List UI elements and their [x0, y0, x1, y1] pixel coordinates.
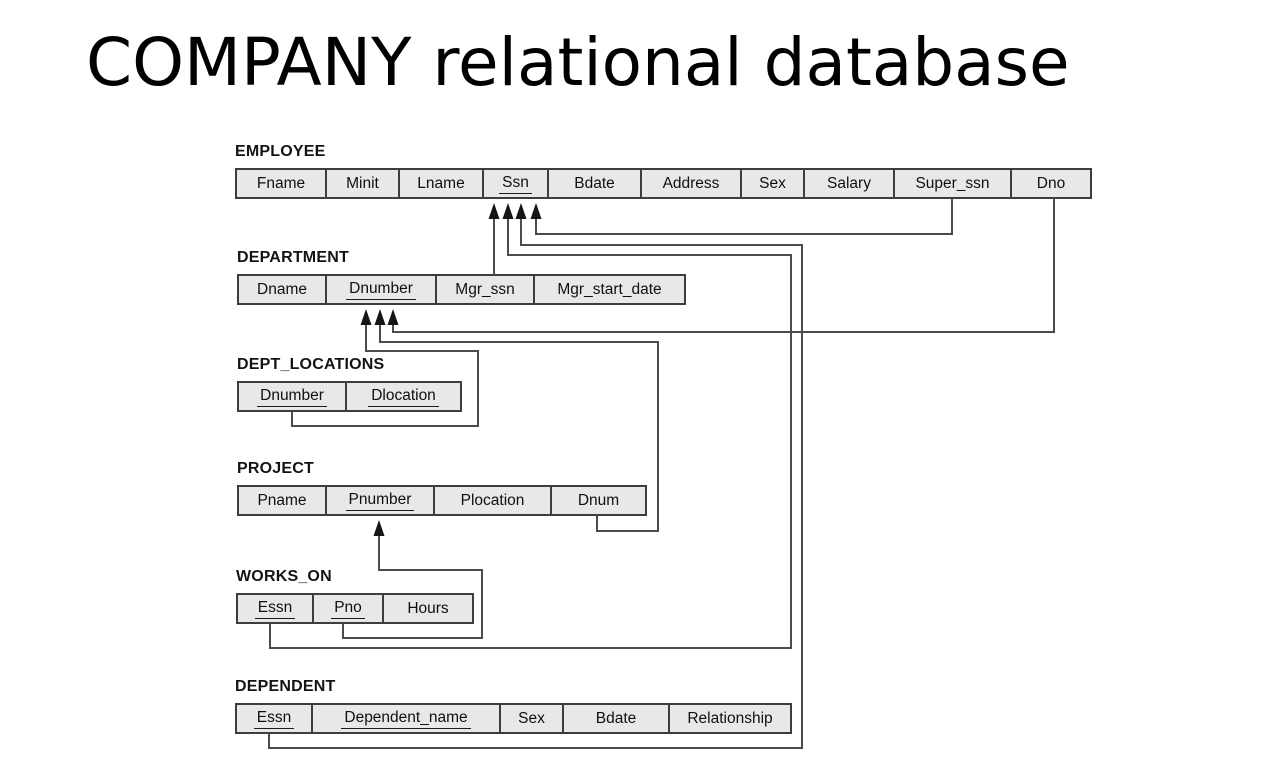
attribute-text: Address — [662, 174, 720, 192]
attribute-cell-dependent-name: Dependent_name — [313, 705, 501, 732]
arrowhead-up-icon — [373, 520, 385, 536]
attribute-text: Sex — [518, 709, 545, 727]
arrowhead-up-icon — [387, 309, 399, 325]
attribute-cell-salary: Salary — [805, 170, 895, 197]
dependent-table: DEPENDENT Essn Dependent_name Sex Bdate … — [235, 679, 792, 734]
works-on-label: WORKS_ON — [236, 568, 332, 585]
attribute-text: Salary — [827, 174, 871, 192]
attribute-text: Super_ssn — [915, 174, 990, 192]
attribute-cell-pnumber: Pnumber — [327, 487, 435, 514]
attribute-text: Bdate — [595, 709, 637, 727]
department-label: DEPARTMENT — [237, 249, 349, 266]
attribute-text: Dno — [1036, 174, 1066, 192]
project-row: Pname Pnumber Plocation Dnum — [237, 485, 647, 516]
primary-key-text: Dependent_name — [341, 709, 471, 729]
attribute-text: Mgr_ssn — [455, 280, 515, 298]
project-table: PROJECT Pname Pnumber Plocation Dnum — [237, 461, 647, 516]
attribute-text: Relationship — [687, 709, 773, 727]
primary-key-text: Dnumber — [257, 387, 327, 407]
attribute-cell-plocation: Plocation — [435, 487, 552, 514]
dept-locations-label: DEPT_LOCATIONS — [237, 356, 385, 373]
attribute-cell-ssn: Ssn — [484, 170, 549, 197]
attribute-cell-pno: Pno — [314, 595, 384, 622]
connector-line — [535, 198, 953, 235]
primary-key-text: Dnumber — [346, 280, 416, 300]
attribute-cell-relationship: Relationship — [670, 705, 790, 732]
attribute-cell-essn: Essn — [238, 595, 314, 622]
attribute-cell-minit: Minit — [327, 170, 400, 197]
attribute-text: Dnum — [577, 491, 620, 509]
attribute-cell-pname: Pname — [239, 487, 327, 514]
arrowhead-up-icon — [488, 203, 500, 219]
primary-key-text: Essn — [254, 599, 296, 619]
arrowhead-up-icon — [530, 203, 542, 219]
attribute-cell-hours: Hours — [384, 595, 472, 622]
attribute-cell-bdate: Bdate — [549, 170, 642, 197]
works-on-row: Essn Pno Hours — [236, 593, 474, 624]
attribute-cell-super-ssn: Super_ssn — [895, 170, 1012, 197]
attribute-cell-fname: Fname — [237, 170, 327, 197]
arrowhead-up-icon — [515, 203, 527, 219]
attribute-cell-sex: Sex — [742, 170, 805, 197]
department-row: Dname Dnumber Mgr_ssn Mgr_start_date — [237, 274, 686, 305]
attribute-text: Dname — [257, 280, 307, 298]
employee-table: EMPLOYEE Fname Minit Lname Ssn Bdate Add… — [235, 144, 1092, 199]
attribute-cell-sex: Sex — [501, 705, 564, 732]
attribute-text: Minit — [346, 174, 379, 192]
attribute-cell-dlocation: Dlocation — [347, 383, 460, 410]
attribute-cell-address: Address — [642, 170, 742, 197]
employee-label: EMPLOYEE — [235, 143, 326, 160]
arrowhead-up-icon — [502, 203, 514, 219]
attribute-text: Plocation — [460, 491, 525, 509]
works-on-table: WORKS_ON Essn Pno Hours — [236, 569, 474, 624]
employee-row: Fname Minit Lname Ssn Bdate Address Sex … — [235, 168, 1092, 199]
project-label: PROJECT — [237, 460, 314, 477]
department-table: DEPARTMENT Dname Dnumber Mgr_ssn Mgr_sta… — [237, 250, 686, 305]
dept-locations-row: Dnumber Dlocation — [237, 381, 462, 412]
attribute-cell-bdate: Bdate — [564, 705, 670, 732]
arrowhead-up-icon — [360, 309, 372, 325]
fk-super-ssn-to-ssn — [530, 198, 953, 235]
attribute-text: Hours — [407, 599, 449, 617]
attribute-cell-dnumber: Dnumber — [239, 383, 347, 410]
attribute-text: Lname — [417, 174, 465, 192]
dependent-row: Essn Dependent_name Sex Bdate Relationsh… — [235, 703, 792, 734]
attribute-cell-dname: Dname — [239, 276, 327, 303]
attribute-cell-dnum: Dnum — [552, 487, 645, 514]
dept-locations-table: DEPT_LOCATIONS Dnumber Dlocation — [237, 357, 462, 412]
primary-key-text: Essn — [253, 709, 295, 729]
primary-key-text: Pnumber — [345, 491, 415, 511]
primary-key-text: Pno — [331, 599, 365, 619]
attribute-cell-mgr-start-date: Mgr_start_date — [535, 276, 684, 303]
slide-title: COMPANY relational database — [86, 24, 1070, 101]
attribute-text: Fname — [256, 174, 306, 192]
attribute-cell-dno: Dno — [1012, 170, 1090, 197]
primary-key-text: Dlocation — [368, 387, 439, 407]
attribute-text: Sex — [759, 174, 786, 192]
arrowhead-up-icon — [374, 309, 386, 325]
attribute-cell-mgr-ssn: Mgr_ssn — [437, 276, 535, 303]
primary-key-text: Ssn — [499, 174, 532, 194]
attribute-cell-dnumber: Dnumber — [327, 276, 437, 303]
attribute-text: Mgr_start_date — [557, 280, 662, 298]
attribute-text: Pname — [257, 491, 307, 509]
attribute-cell-lname: Lname — [400, 170, 484, 197]
attribute-text: Bdate — [574, 174, 615, 192]
dependent-label: DEPENDENT — [235, 678, 336, 695]
attribute-cell-essn: Essn — [237, 705, 313, 732]
